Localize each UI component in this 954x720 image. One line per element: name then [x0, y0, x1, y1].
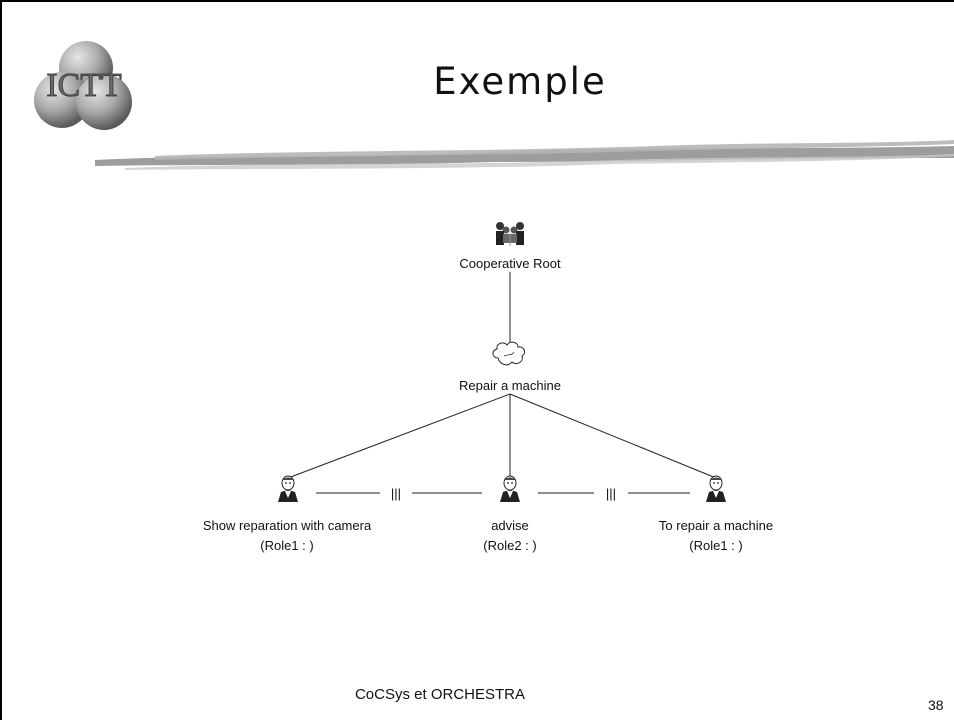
ictt-logo: ICTT [34, 41, 132, 130]
subtask-1-role: (Role1 : ) [260, 538, 313, 553]
slide-footer: CoCSys et ORCHESTRA [354, 686, 526, 703]
root-label: Cooperative Root [459, 256, 561, 271]
person-icon [500, 475, 520, 502]
page-number: 38 [928, 697, 944, 713]
subtask-3-role: (Role1 : ) [689, 538, 742, 553]
interleave-operator-1: ||| [391, 486, 401, 501]
interleave-operator-2: ||| [606, 486, 616, 501]
edge-task-subtask-3 [509, 393, 717, 479]
cloud-icon [492, 341, 526, 366]
title-divider [95, 140, 954, 170]
group-people-icon [494, 220, 526, 248]
subtask-3-label: To repair a machine [659, 518, 773, 533]
person-icon [706, 475, 726, 502]
slide-title: Exemple [433, 60, 607, 103]
task-label: Repair a machine [459, 378, 561, 393]
person-icon [278, 475, 298, 502]
subtask-2-role: (Role2 : ) [483, 538, 536, 553]
edge-task-subtask-1 [287, 393, 511, 479]
subtask-2-label: advise [491, 518, 529, 533]
logo-lettering: ICTT [46, 67, 122, 104]
subtask-1-label: Show reparation with camera [203, 518, 372, 533]
